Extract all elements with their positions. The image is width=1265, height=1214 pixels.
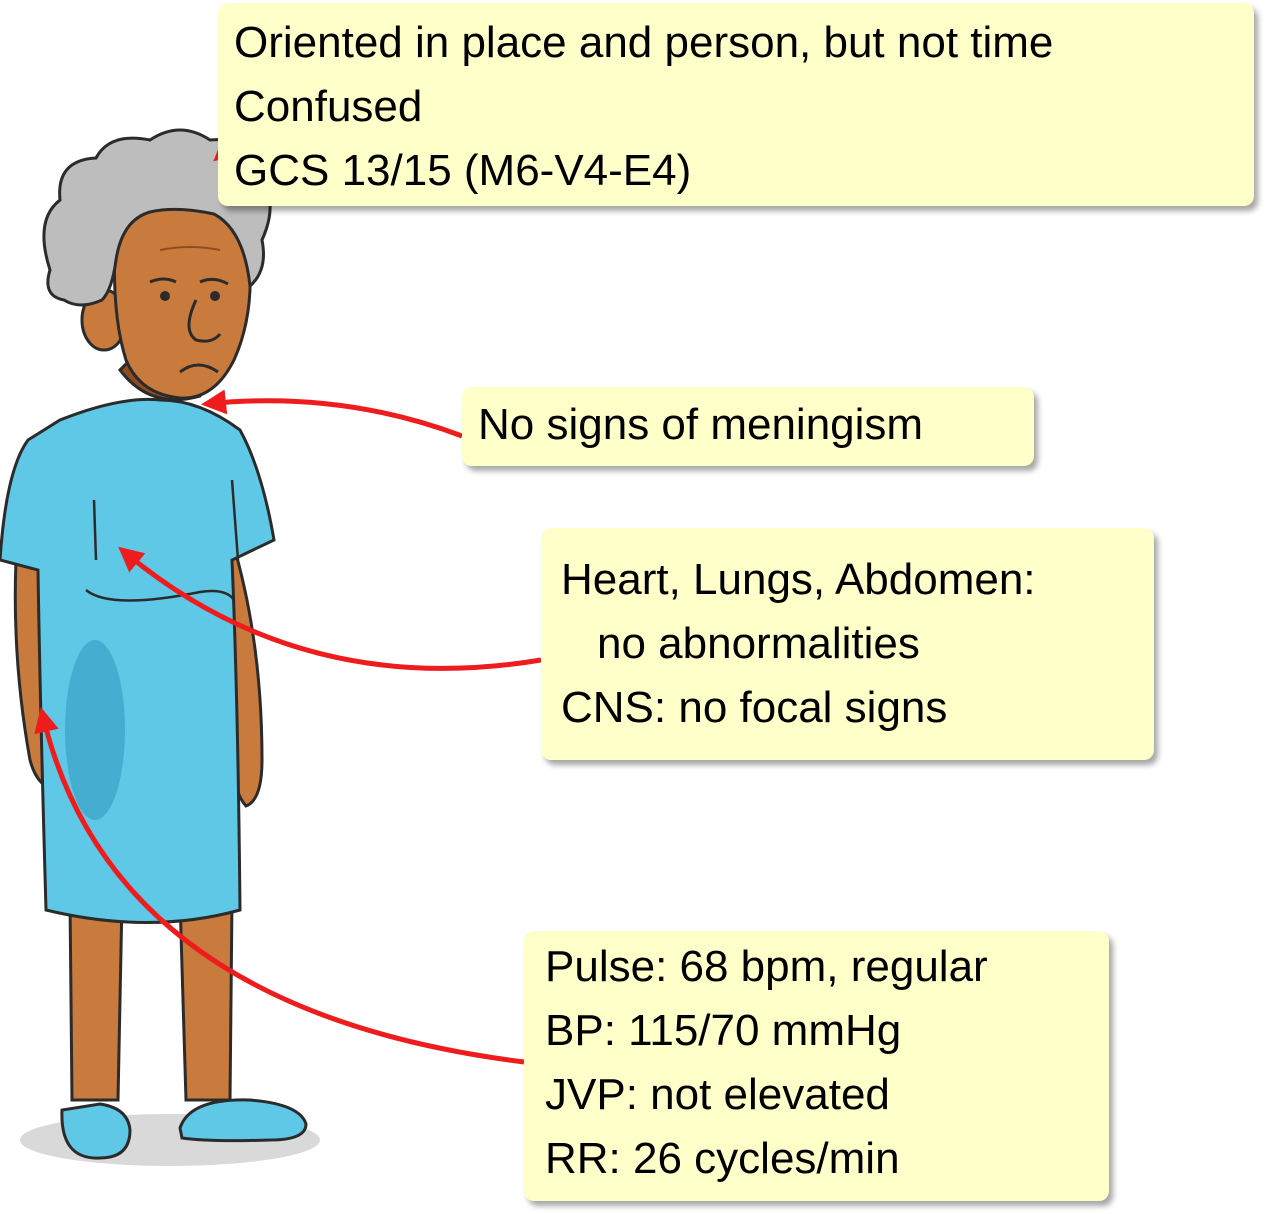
legs xyxy=(68,898,234,1102)
vitals-line-4: RR: 26 cycles/min xyxy=(545,1134,900,1183)
arrow-exam xyxy=(118,546,542,671)
arrow-vitals xyxy=(34,707,525,1065)
slippers xyxy=(60,1098,308,1160)
head xyxy=(80,192,252,400)
vitals-line-2: BP: 115/70 mmHg xyxy=(545,1006,902,1055)
hair xyxy=(42,128,272,307)
vitals-line-3: JVP: not elevated xyxy=(545,1070,890,1119)
exam-line-2: no abnormalities xyxy=(597,619,920,668)
exam-line-1: Heart, Lungs, Abdomen: xyxy=(561,555,1036,604)
orientation-line-3: GCS 13/15 (M6-V4-E4) xyxy=(234,146,692,195)
vitals-line-1: Pulse: 68 bpm, regular xyxy=(545,942,988,991)
orientation-callout: Oriented in place and person, but not ti… xyxy=(218,3,1254,206)
meningism-line-1: No signs of meningism xyxy=(478,400,924,449)
arrows xyxy=(34,135,542,1065)
meningism-callout: No signs of meningism xyxy=(462,387,1034,466)
orientation-line-2: Confused xyxy=(234,82,423,131)
arrow-meningism xyxy=(201,389,463,439)
exam-line-3: CNS: no focal signs xyxy=(561,683,948,732)
exam-callout: Heart, Lungs, Abdomen: no abnormalities … xyxy=(541,528,1154,760)
orientation-line-1: Oriented in place and person, but not ti… xyxy=(234,18,1054,67)
vitals-callout: Pulse: 68 bpm, regular BP: 115/70 mmHg J… xyxy=(524,931,1109,1201)
hospital-gown xyxy=(0,397,276,924)
